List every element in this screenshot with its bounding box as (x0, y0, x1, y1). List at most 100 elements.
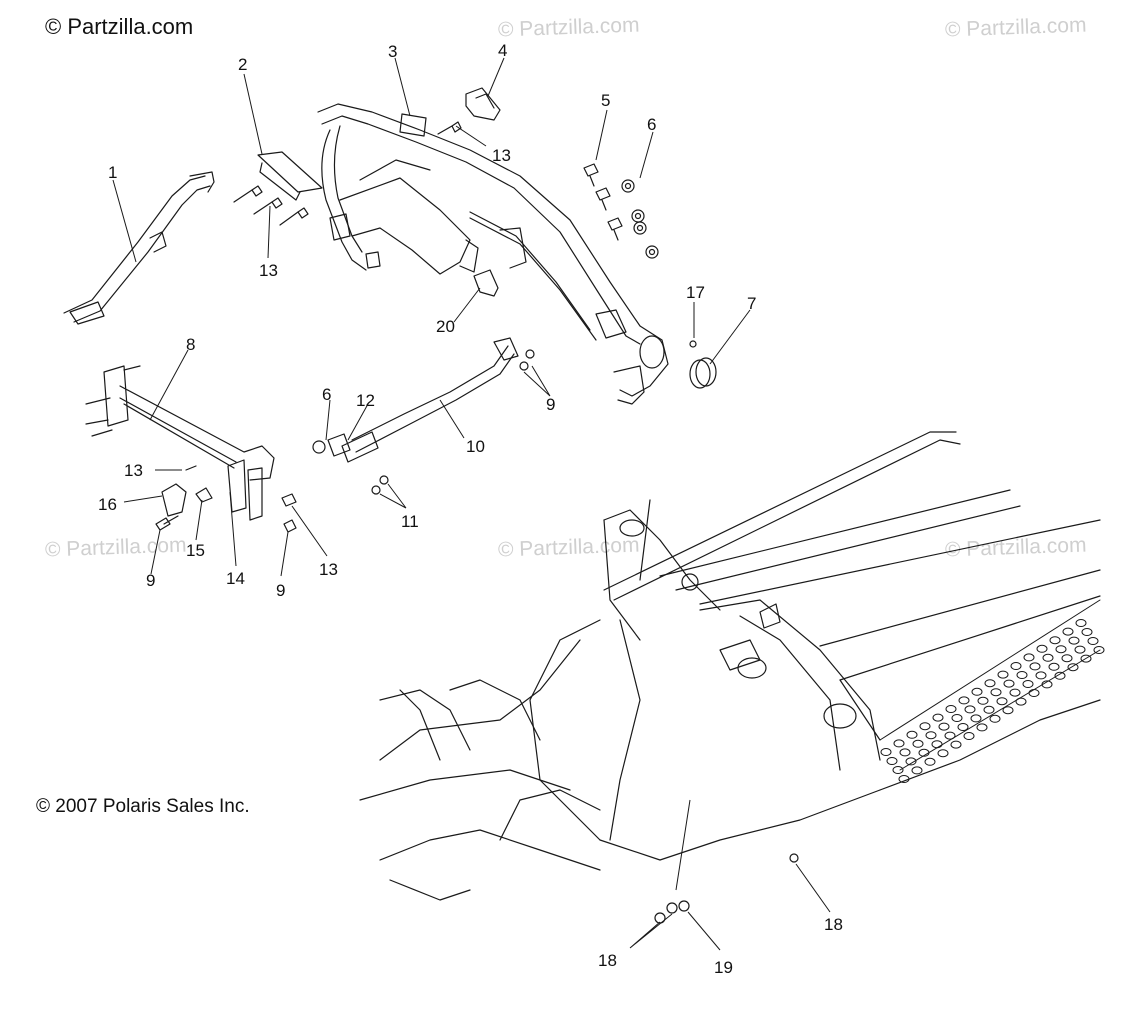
board-hole (997, 670, 1009, 679)
callout-18-bottom: 18 (598, 951, 617, 970)
callout-19: 19 (714, 958, 733, 977)
board-hole (989, 714, 1001, 723)
board-hole (1055, 645, 1067, 654)
callout-13-mid: 13 (124, 461, 143, 480)
board-hole (1022, 680, 1034, 688)
board-hole (990, 688, 1002, 697)
board-hole (977, 696, 989, 705)
board-hole (937, 749, 949, 758)
board-hole (1081, 628, 1093, 636)
part-9-bolt (155, 515, 179, 531)
board-hole (899, 748, 911, 757)
callout-8: 8 (186, 335, 195, 354)
board-hole (1087, 637, 1099, 645)
board-hole (970, 714, 982, 723)
part-13-screw (437, 121, 462, 135)
board-hole (925, 731, 937, 740)
part-10-strut (341, 337, 519, 463)
callout-4: 4 (498, 41, 507, 60)
running-board (879, 599, 1101, 771)
board-hole (898, 775, 910, 783)
board-hole (932, 713, 944, 722)
partzilla-copyright: © Partzilla.com (45, 14, 194, 39)
part-18-plug (666, 902, 678, 914)
callout-9-right: 9 (546, 395, 555, 414)
polaris-copyright: © 2007 Polaris Sales Inc. (36, 796, 250, 817)
board-hole (931, 740, 943, 749)
board-hole (1075, 619, 1087, 627)
callout-13-left: 13 (259, 261, 278, 280)
board-hole (893, 739, 905, 748)
part-11-bolt (379, 475, 389, 485)
callout-17: 17 (686, 283, 705, 302)
callout-5: 5 (601, 91, 610, 110)
board-hole (905, 757, 917, 766)
part-9-bolt (281, 493, 297, 507)
board-hole (1067, 663, 1079, 672)
board-hole (945, 705, 957, 713)
callout-18-right: 18 (824, 915, 843, 934)
callout-labels: 1 2 3 4 5 6 7 8 9 9 9 10 11 6 12 13 13 1… (98, 41, 843, 977)
part-3-upper-frame (317, 103, 669, 405)
board-hole (1048, 662, 1060, 671)
board-hole (1068, 636, 1080, 645)
part-20-bracket (473, 269, 499, 297)
chassis-tunnel (359, 431, 1101, 901)
part-9-bolt (525, 349, 535, 359)
running-board-holes (880, 619, 1105, 783)
board-hole (1080, 654, 1092, 663)
callout-6: 6 (647, 115, 656, 134)
board-hole (958, 696, 970, 705)
board-hole (918, 748, 930, 757)
board-hole (1029, 662, 1041, 671)
board-hole (1061, 654, 1073, 663)
board-hole (984, 679, 996, 688)
board-hole (1015, 697, 1027, 706)
callout-14: 14 (226, 569, 245, 588)
board-hole (1074, 645, 1086, 654)
board-hole (880, 748, 892, 756)
board-hole (963, 732, 975, 740)
board-hole (964, 705, 976, 714)
board-hole (951, 714, 963, 722)
board-hole (1003, 679, 1015, 688)
part-11-bolt (371, 485, 381, 495)
board-hole (938, 722, 950, 731)
board-hole (996, 697, 1008, 706)
callout-2: 2 (238, 55, 247, 74)
board-hole (1002, 706, 1014, 715)
board-hole (944, 731, 956, 740)
callout-11: 11 (401, 512, 419, 531)
board-hole (983, 705, 995, 714)
part-9-bolt (283, 519, 297, 533)
board-hole (1049, 636, 1061, 645)
callout-6-lower: 6 (322, 385, 331, 404)
callout-10: 10 (466, 437, 485, 456)
callout-9-left: 9 (146, 571, 155, 590)
part-6-nut (312, 440, 326, 454)
board-hole (1016, 671, 1028, 679)
callout-3: 3 (388, 42, 397, 61)
part-18-plug (654, 912, 666, 924)
board-hole (911, 766, 923, 775)
board-hole (1042, 653, 1054, 662)
board-hole (976, 723, 988, 732)
board-hole (1028, 689, 1040, 697)
callout-13-top: 13 (492, 146, 511, 165)
callout-7: 7 (747, 294, 756, 313)
part-9-bolt (519, 361, 529, 371)
board-hole (957, 723, 969, 731)
part-2-bracket (233, 151, 323, 226)
callout-9-center: 9 (276, 581, 285, 600)
board-hole (1023, 653, 1035, 662)
board-hole (1036, 644, 1048, 653)
board-hole (886, 757, 898, 765)
board-hole (892, 766, 904, 774)
part-19-plug (678, 900, 690, 912)
board-hole (1093, 646, 1105, 654)
part-13-pin (185, 465, 197, 471)
part-16-clip (161, 483, 187, 517)
callout-13-bottom: 13 (319, 560, 338, 579)
